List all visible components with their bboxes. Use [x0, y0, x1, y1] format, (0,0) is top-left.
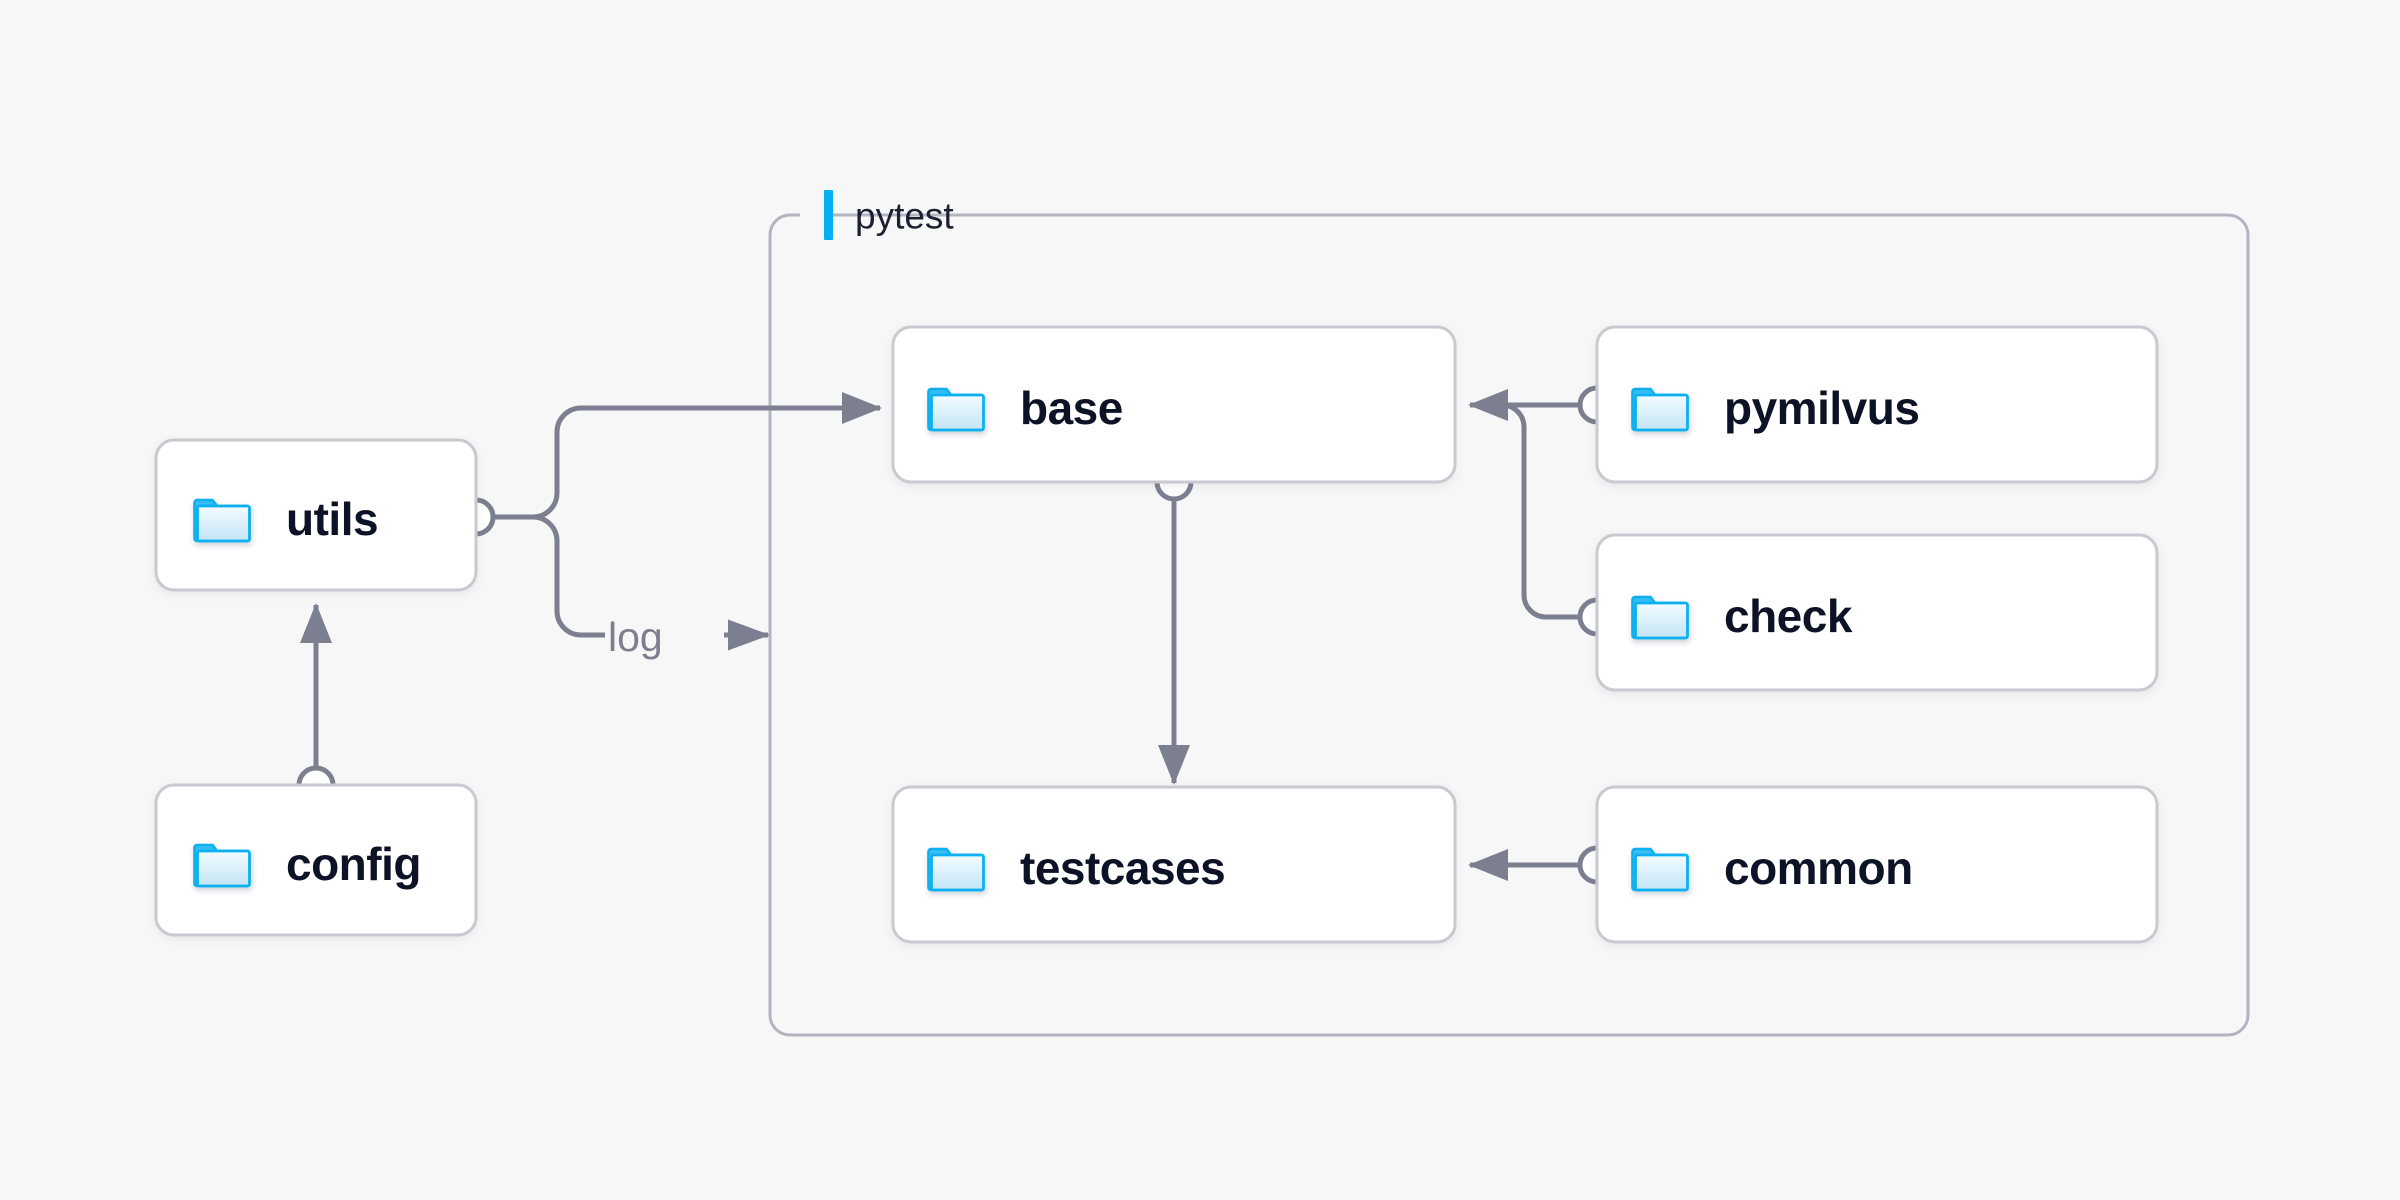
accent-bar — [824, 190, 833, 240]
node-label: utils — [286, 493, 378, 545]
node-check[interactable]: check — [1595, 533, 2159, 692]
folder-icon — [927, 847, 985, 892]
node-label: base — [1020, 382, 1123, 434]
node-utils[interactable]: utils — [154, 438, 478, 592]
edge-label-log: log — [608, 614, 663, 660]
node-label: check — [1724, 590, 1853, 642]
folder-icon — [1631, 387, 1689, 432]
node-label: pymilvus — [1724, 382, 1919, 434]
folder-icon — [927, 387, 985, 432]
node-label: testcases — [1020, 842, 1225, 894]
node-config[interactable]: config — [154, 783, 478, 937]
group-title: pytest — [855, 196, 954, 237]
folder-icon — [193, 498, 251, 543]
node-label: config — [286, 838, 421, 890]
folder-icon — [193, 843, 251, 888]
folder-icon — [1631, 847, 1689, 892]
node-base[interactable]: base — [891, 325, 1457, 484]
edge-label-text: log — [608, 614, 663, 660]
folder-icon — [1631, 595, 1689, 640]
group-pytest-border — [768, 213, 2250, 1037]
node-pymilvus[interactable]: pymilvus — [1595, 325, 2159, 484]
group-label-pytest: pytest — [824, 190, 954, 240]
node-testcases[interactable]: testcases — [891, 785, 1457, 944]
node-common[interactable]: common — [1595, 785, 2159, 944]
node-label: common — [1724, 842, 1913, 894]
